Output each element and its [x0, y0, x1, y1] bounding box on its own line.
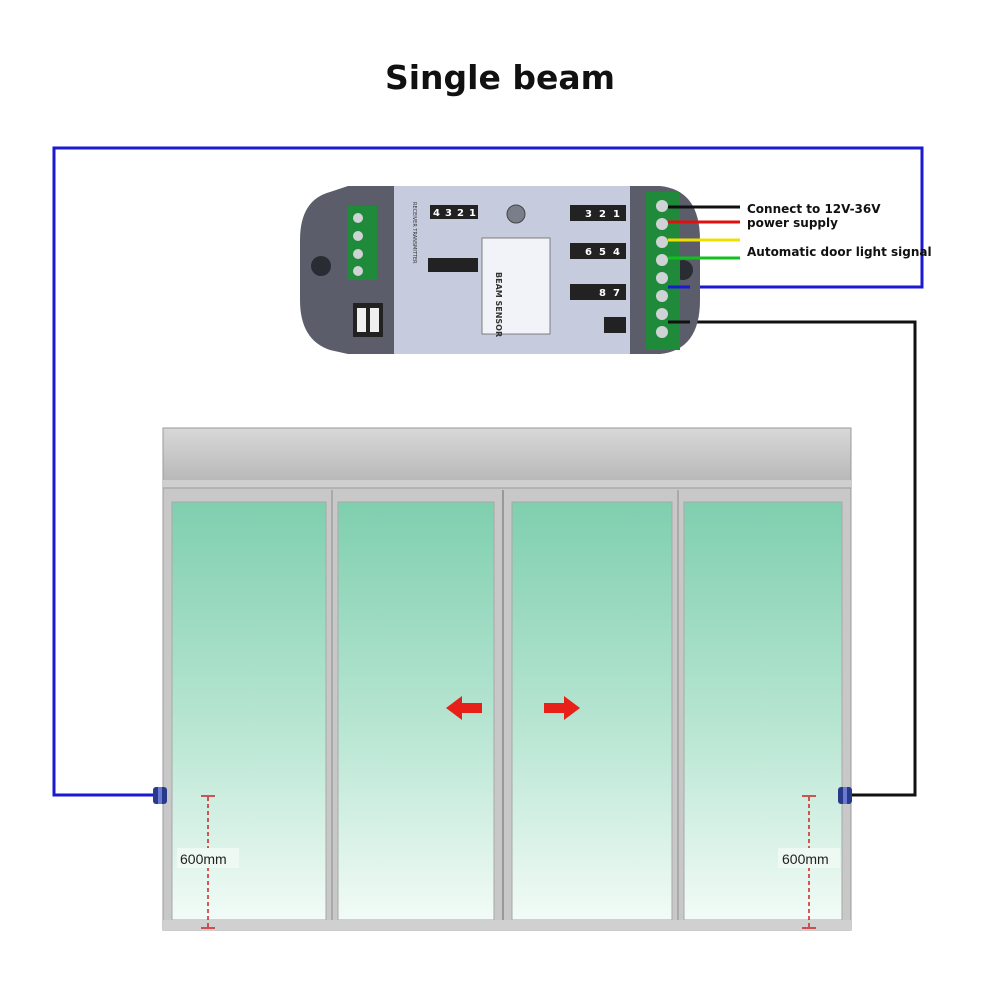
diagram-title: Single beam: [384, 58, 616, 97]
beam-sensor-module: BEAM SENSOR RECEIVER TRANSMITTER 4 3 2 1…: [300, 186, 700, 354]
black-wire-transmitter: [686, 320, 917, 797]
out-terminal-8: 8: [599, 288, 606, 299]
height-label-right: 600mm: [782, 851, 829, 867]
rx-terminal-4: 4: [433, 208, 440, 219]
module-name: BEAM SENSOR: [494, 272, 503, 337]
indicator-led: [506, 204, 526, 224]
out-terminal-2: 2: [599, 209, 606, 220]
out-terminal-6: 6: [585, 247, 592, 258]
power-label-line2: power supply: [747, 216, 838, 230]
arrow-left-icon: [446, 696, 482, 720]
out-terminal-5: 5: [599, 247, 606, 258]
glass-panel-3: [511, 501, 673, 921]
light-signal-label: Automatic door light signal: [747, 245, 932, 259]
out-terminal-3: 3: [585, 209, 592, 220]
power-label-line1: Connect to 12V-36V: [747, 202, 881, 216]
door-header: [162, 427, 852, 489]
height-label-left: 600mm: [180, 851, 227, 867]
rx-terminal-2: 2: [457, 208, 464, 219]
rx-terminal-3: 3: [445, 208, 452, 219]
mounting-hole-left: [311, 256, 331, 276]
rx-terminal-1: 1: [469, 208, 476, 219]
receiver-label: RECEIVER TRANSMITTER: [411, 202, 417, 264]
arrow-right-icon: [544, 696, 580, 720]
out-terminal-7: 7: [613, 288, 620, 299]
out-terminal-4: 4: [613, 247, 620, 258]
blue-wire: [52, 146, 924, 797]
out-terminal-1: 1: [613, 209, 620, 220]
